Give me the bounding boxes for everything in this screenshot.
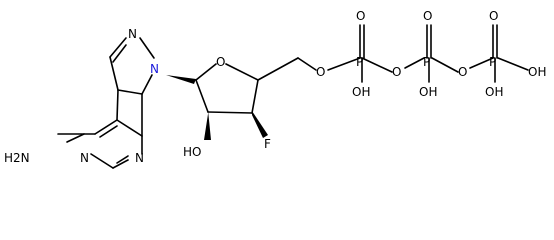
- molecule-drawing: H2N N N N N O HO F O P O OH O P O OH O P…: [4, 9, 546, 169]
- p-beta-oxo-label: O: [423, 9, 432, 23]
- o5-atom-label: O: [316, 65, 325, 79]
- p-alpha-oxo-label: O: [356, 9, 365, 23]
- p-gamma-oxo-label: O: [489, 9, 498, 23]
- fluorine-label: F: [264, 137, 271, 151]
- adenine-pyrimidine-ring: [57, 119, 143, 169]
- p-alpha-hydroxyl-label: OH: [352, 85, 370, 99]
- p-beta-label: P: [423, 55, 430, 69]
- bridge-oxygen-2-label: O: [458, 65, 467, 79]
- ring-oxygen-label: O: [216, 55, 225, 69]
- n3-atom-label: N: [135, 151, 144, 165]
- p-gamma-hydroxyl-right-label: OH: [528, 65, 546, 79]
- adenine-imidazole-ring: [109, 37, 155, 137]
- molecule-structure: H2N N N N N O HO F O P O OH O P O OH O P…: [4, 9, 546, 169]
- n9-atom-label: N: [150, 62, 159, 76]
- n7-atom-label: N: [128, 27, 137, 41]
- p-beta-hydroxyl-label: OH: [419, 85, 437, 99]
- bridge-oxygen-1-label: O: [392, 65, 401, 79]
- p-gamma-label: P: [489, 55, 496, 69]
- triphosphate-chain: [297, 24, 529, 83]
- hydroxyl-2-label: HO: [183, 145, 201, 159]
- p-gamma-hydroxyl-bottom-label: OH: [485, 85, 503, 99]
- p-alpha-label: P: [356, 55, 363, 69]
- n1-atom-label: N: [80, 151, 89, 165]
- ribose-ring: [166, 57, 299, 140]
- amino-label: H2N: [4, 151, 30, 165]
